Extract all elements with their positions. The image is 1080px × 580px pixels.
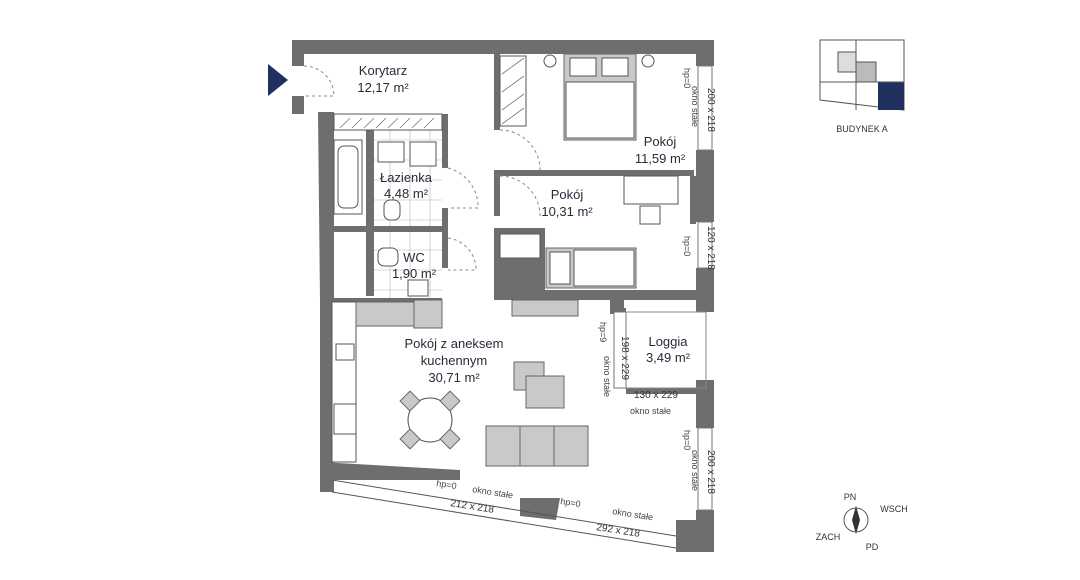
- outer-boundary-2: [331, 479, 677, 537]
- desk: [623, 175, 679, 205]
- room-name-wc: WC: [403, 250, 425, 265]
- tv-unit: [511, 299, 579, 317]
- compass-s: PD: [866, 542, 879, 552]
- room-name-loggia: Loggia: [648, 334, 688, 349]
- entrance-arrow-icon: [268, 64, 288, 96]
- room-name-lazienka: Łazienka: [380, 170, 433, 185]
- double-bed: [543, 53, 655, 141]
- bathroom-door: [447, 167, 479, 209]
- window3-type: okno stałe: [602, 356, 612, 397]
- room-area-salon: 30,71 m²: [428, 370, 480, 385]
- compass-w: ZACH: [816, 532, 841, 542]
- washing-machine: [409, 141, 437, 167]
- room2-door: [499, 175, 541, 217]
- entry-door: [303, 65, 335, 97]
- room-area-wc: 1,90 m²: [392, 266, 437, 281]
- compass-e: WSCH: [880, 504, 908, 514]
- window7-dim: 292 x 218: [596, 522, 642, 540]
- compass-icon: [843, 506, 869, 534]
- bedroom-door: [499, 129, 541, 171]
- room-name-pokoj2: Pokój: [551, 187, 584, 202]
- compass-n: PN: [844, 492, 857, 502]
- room-area-lazienka: 4,48 m²: [384, 186, 429, 201]
- window1-hp: hp=0: [682, 68, 692, 88]
- corridor-wardrobe: [333, 113, 443, 131]
- room-area-korytarz: 12,17 m²: [357, 80, 409, 95]
- bedroom-wardrobe: [499, 55, 527, 127]
- window3-dim: 198 x 229: [619, 336, 630, 380]
- dining-table: [399, 390, 461, 450]
- room-name-salon-2: kuchennym: [421, 353, 487, 368]
- window4-type: okno stałe: [630, 406, 671, 416]
- room-name-pokoj1: Pokój: [644, 134, 677, 149]
- wc-toilet: [377, 247, 399, 267]
- window2-dim: 120 x 218: [705, 226, 716, 270]
- coffee-table-2: [525, 375, 565, 409]
- window1-type: okno stałe: [690, 86, 700, 127]
- room-name-korytarz: Korytarz: [359, 63, 407, 78]
- window3-hp: hp=9: [598, 322, 608, 342]
- key-plan-label: BUDYNEK A: [836, 124, 888, 134]
- single-bed: [545, 247, 637, 289]
- room-area-loggia: 3,49 m²: [646, 350, 691, 365]
- wc-sink: [407, 279, 429, 297]
- window1-dim: 200 x 218: [705, 88, 716, 132]
- desk-chair: [639, 205, 661, 225]
- window2-hp: hp=0: [682, 236, 692, 256]
- window4-dim: 130 x 229: [634, 390, 678, 401]
- window5-dim: 200 x 218: [705, 450, 716, 494]
- window6-dim: 212 x 218: [450, 498, 496, 516]
- window6-type: okno stałe: [472, 484, 514, 500]
- window7-hp: hp=0: [560, 496, 582, 509]
- windows-right: [613, 65, 713, 511]
- outer-boundary: [331, 491, 677, 549]
- room-area-pokoj2: 10,31 m²: [541, 204, 593, 219]
- window6-hp: hp=0: [436, 478, 458, 491]
- room-name-salon: Pokój z aneksem: [405, 336, 504, 351]
- bathroom-sink: [377, 141, 405, 163]
- window5-hp: hp=0: [682, 430, 692, 450]
- key-plan: [819, 39, 905, 111]
- window7-type: okno stałe: [612, 506, 654, 522]
- wc-door: [447, 237, 477, 271]
- kitchen-counter: [331, 299, 443, 463]
- bathroom-toilet: [383, 199, 401, 221]
- room-area-pokoj1: 11,59 m²: [635, 151, 686, 166]
- bathtub-inner: [337, 145, 359, 209]
- window5-type: okno stałe: [690, 450, 700, 491]
- shelf: [499, 233, 541, 259]
- sofa: [485, 425, 589, 467]
